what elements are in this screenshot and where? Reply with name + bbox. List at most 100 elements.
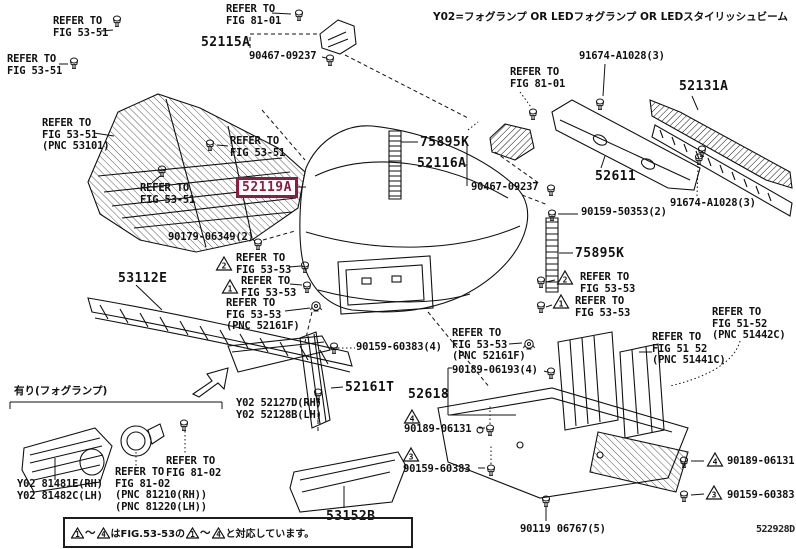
footnote-tilde: ～ xyxy=(85,527,96,539)
warning-triangles: 2 1 2 1 4 3 4 3 xyxy=(215,255,724,500)
highlighted-part-label-52119A[interactable]: 52119A xyxy=(236,177,298,198)
warning-triangle-3-icon: 3 xyxy=(402,446,420,462)
warning-triangle-4-icon: 4 xyxy=(403,408,421,424)
bolt-icon xyxy=(180,419,188,431)
part-label-52131A[interactable]: 52131A xyxy=(679,79,729,94)
cover-plate-drawing xyxy=(289,451,407,513)
part-label-75895K[interactable]: 75895K xyxy=(575,246,625,261)
bolt-icon xyxy=(301,261,309,273)
bumper-reinforcement-drawing xyxy=(551,99,701,191)
clip-icon xyxy=(309,301,323,312)
part-label-52127D-52128B[interactable]: Y02 52127D(RH) Y02 52128B(LH) xyxy=(236,397,322,421)
fog-lamp-drawing xyxy=(120,423,165,457)
bolt-icon xyxy=(596,98,604,110)
footnote: 1 ～ 4 はFIG.53-53の 1 ～ 4 と対応しています。 xyxy=(63,517,413,548)
refer-fig-51-52-pnc-51442C-note: REFER TO FIG 51-52 (PNC 51442C) xyxy=(712,306,786,341)
refer-fig-53-53-note: REFER TO FIG 53-53 xyxy=(236,252,292,276)
fastener-label-90159-60383-4[interactable]: 90159-60383(4) xyxy=(356,341,442,353)
fog-lamp-bezel-drawing xyxy=(21,427,113,493)
refer-fig-53-51-note: REFER TO FIG 53-51 xyxy=(53,15,109,39)
refer-fig-53-51-pnc-note: REFER TO FIG 53-51 (PNC 53101) xyxy=(42,117,110,152)
fastener-label-91674-A1028[interactable]: 91674-A1028(3) xyxy=(579,50,665,62)
bolt-icon xyxy=(548,209,556,221)
refer-fig-81-01-note: REFER TO FIG 81-01 xyxy=(510,66,566,90)
fastener-label-90119-06767[interactable]: 90119 06767(5) xyxy=(520,523,606,535)
license-plate-recess-drawing xyxy=(337,255,434,315)
part-label-52611[interactable]: 52611 xyxy=(595,169,637,184)
refer-fig-81-02-note: REFER TO FIG 81-02 xyxy=(166,455,222,479)
lower-grille-drawing xyxy=(87,297,353,373)
bolt-icon xyxy=(70,57,78,69)
bolt-icon xyxy=(529,108,537,120)
bolt-icon xyxy=(326,54,334,66)
part-label-81481E-81482C[interactable]: Y02 81481E(RH) Y02 81482C(LH) xyxy=(17,478,103,502)
warning-triangle-4-icon: 4 xyxy=(211,526,225,539)
bolt-icon xyxy=(303,281,311,293)
svg-text:3: 3 xyxy=(712,491,717,500)
fastener-label-91674-A1028[interactable]: 91674-A1028(3) xyxy=(670,197,756,209)
direction-arrow-icon xyxy=(191,367,229,398)
fastener-label-90179-06349[interactable]: 90179-06349(2) xyxy=(168,231,254,243)
refer-fig-53-51-note: REFER TO FIG 53-51 xyxy=(140,182,196,206)
warning-triangle-1-icon: 1 xyxy=(71,526,84,539)
fastener-label-90159-60383[interactable]: 90159-60383 xyxy=(727,489,795,501)
engine-under-cover-drawing xyxy=(437,387,689,499)
variant-note: Y02=フォグランプ OR LEDフォグランプ OR LEDスタイリッシュビーム xyxy=(433,11,788,23)
fastener-label-90467-09237[interactable]: 90467-09237 xyxy=(471,181,539,193)
bumper-side-bracket-drawing xyxy=(489,123,535,161)
bolt-icon xyxy=(486,424,494,436)
refer-fig-53-51-note: REFER TO FIG 53-51 xyxy=(230,135,286,159)
diagram-code: 522928D xyxy=(756,524,795,535)
fastener-label-90189-06193[interactable]: 90189-06193(4) xyxy=(452,364,538,376)
warning-triangle-2-icon: 2 xyxy=(556,269,574,285)
svg-text:1: 1 xyxy=(559,300,564,309)
part-label-75895K[interactable]: 75895K xyxy=(420,135,470,150)
footnote-tilde: ～ xyxy=(200,527,211,539)
warning-triangle-4-icon: 4 xyxy=(96,526,110,539)
bolt-icon xyxy=(680,490,688,502)
refer-fig-81-01-note: REFER TO FIG 81-01 xyxy=(226,3,282,27)
fastener-label-90159-60383[interactable]: 90159-60383 xyxy=(403,463,471,475)
support-bracket-left-drawing xyxy=(557,331,619,431)
footnote-suffix-text: と対応しています。 xyxy=(225,529,315,540)
svg-text:4: 4 xyxy=(101,530,106,539)
part-label-53112E[interactable]: 53112E xyxy=(118,271,168,286)
part-label-53152B[interactable]: 53152B xyxy=(326,509,376,524)
footnote-middle-text: はFIG.53-53の xyxy=(110,529,186,540)
bolt-icon xyxy=(254,238,262,250)
warning-triangle-3-icon: 3 xyxy=(705,484,723,500)
bolt-icon xyxy=(537,301,545,313)
svg-text:2: 2 xyxy=(563,276,568,285)
fastener-label-90189-06131[interactable]: 90189-06131 xyxy=(727,455,795,467)
refer-fig-81-02-pnc-note: REFER TO FIG 81-02 (PNC 81210(RH)) (PNC … xyxy=(115,466,207,513)
bolt-icon xyxy=(295,9,303,21)
bumper-seal-strip-left-drawing xyxy=(388,130,402,200)
bolt-icon xyxy=(547,184,555,196)
warning-triangle-1-icon: 1 xyxy=(186,526,200,539)
refer-fig-53-53-note: REFER TO FIG 53-53 xyxy=(580,271,636,295)
refer-fig-53-53-pnc-note: REFER TO FIG 53-53 (PNC 52161F) xyxy=(226,297,300,332)
fastener-label-90159-50353[interactable]: 90159-50353(2) xyxy=(581,206,667,218)
refer-fig-53-53-pnc-note: REFER TO FIG 53-53 (PNC 52161F) xyxy=(452,327,526,362)
bumper-bracket-drawing xyxy=(319,19,357,55)
svg-text:4: 4 xyxy=(410,415,415,424)
fastener-label-90189-06131[interactable]: 90189-06131 xyxy=(404,423,472,435)
part-label-52618[interactable]: 52618 xyxy=(408,387,450,402)
svg-text:3: 3 xyxy=(409,453,414,462)
cowl-top-panel-drawing xyxy=(649,99,793,189)
cowl-louver-drawing xyxy=(651,124,793,217)
bolt-icon xyxy=(113,15,121,27)
refer-fig-53-53-note: REFER TO FIG 53-53 xyxy=(575,295,631,319)
refer-fig-53-51-note: REFER TO FIG 53-51 xyxy=(7,53,63,77)
warning-triangle-2-icon: 2 xyxy=(215,255,233,271)
part-label-52116A[interactable]: 52116A xyxy=(417,156,467,171)
fog-lamp-section-heading: 有り(フォグランプ) xyxy=(14,385,108,397)
svg-text:1: 1 xyxy=(190,530,195,539)
part-label-52115A[interactable]: 52115A xyxy=(201,35,251,50)
warning-triangle-1-icon: 1 xyxy=(552,293,570,309)
bolt-icon xyxy=(487,464,495,476)
fastener-label-90467-09237[interactable]: 90467-09237 xyxy=(249,50,317,62)
part-label-52161T[interactable]: 52161T xyxy=(345,380,395,395)
